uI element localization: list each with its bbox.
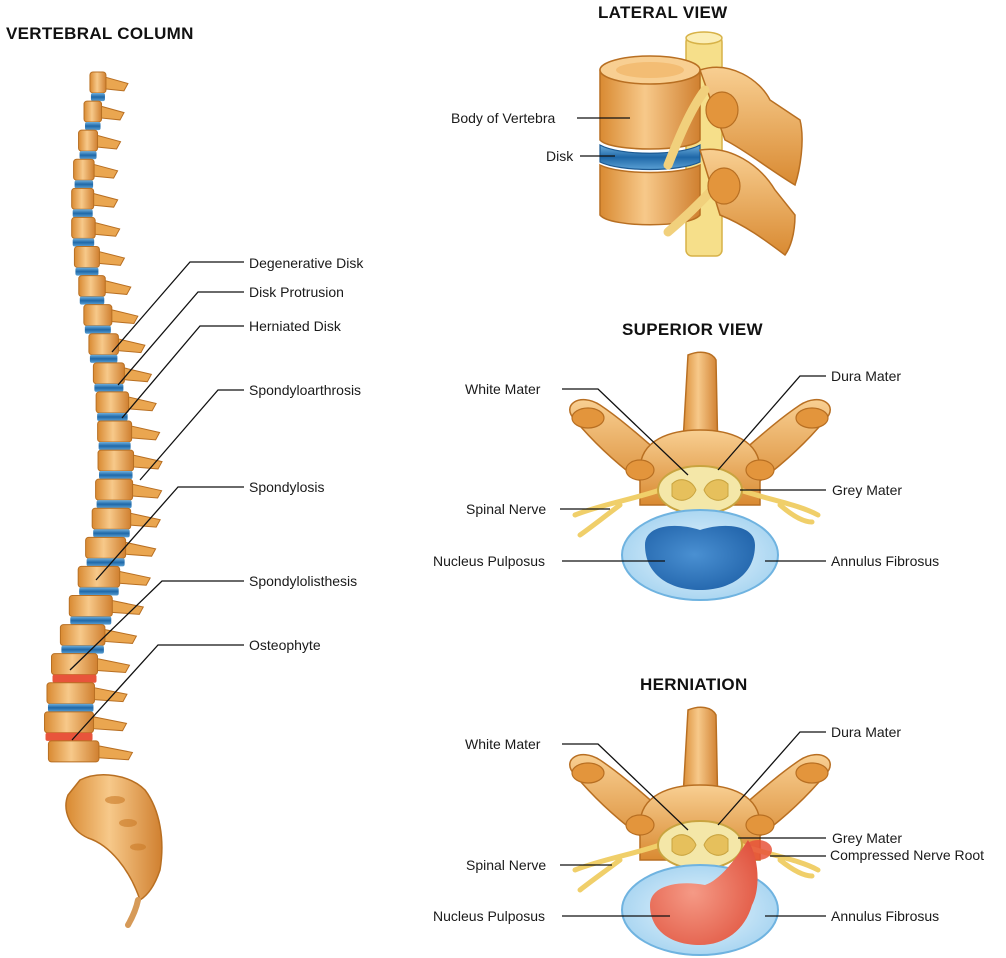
vertebral-column-illustration bbox=[44, 71, 163, 763]
intervertebral-disk bbox=[74, 180, 94, 189]
heading-herniation: HERNIATION bbox=[640, 675, 748, 694]
lateral-view-illustration bbox=[599, 31, 803, 257]
intervertebral-disk bbox=[96, 500, 132, 509]
intervertebral-disk bbox=[93, 529, 130, 538]
vertebra-body bbox=[83, 100, 103, 123]
intervertebral-disk bbox=[86, 558, 125, 567]
vertebra-body bbox=[51, 653, 99, 676]
vertebra-body bbox=[73, 246, 100, 268]
vertebra-body bbox=[47, 740, 100, 763]
vertebra-body bbox=[44, 711, 95, 734]
intervertebral-disk bbox=[84, 325, 111, 334]
vertebra-process bbox=[88, 715, 128, 732]
vertebra-process bbox=[94, 744, 134, 761]
heading-lateral-view: LATERAL VIEW bbox=[598, 3, 728, 22]
intervertebral-disk bbox=[79, 151, 97, 160]
label-herniated-disk: Herniated Disk bbox=[249, 318, 342, 334]
spine-leader-lines bbox=[69, 261, 244, 741]
label-superior-white-mater: White Mater bbox=[465, 381, 541, 397]
heading-superior-view: SUPERIOR VIEW bbox=[622, 320, 764, 339]
vertebra-body bbox=[89, 71, 107, 94]
intervertebral-disk bbox=[61, 645, 104, 654]
intervertebral-disk bbox=[97, 412, 128, 421]
herniated-disk bbox=[52, 674, 97, 683]
label-disk: Disk bbox=[546, 148, 574, 164]
label-herniation-dura-mater: Dura Mater bbox=[831, 724, 901, 740]
intervertebral-disk bbox=[94, 383, 124, 392]
intervertebral-disk bbox=[75, 267, 99, 276]
vertebra-body bbox=[78, 275, 106, 298]
heading-vertebral-column: VERTEBRAL COLUMN bbox=[6, 24, 194, 43]
superior-view-illustration bbox=[569, 351, 831, 601]
label-superior-dura-mater: Dura Mater bbox=[831, 368, 901, 384]
vertebra-process bbox=[119, 366, 153, 383]
intervertebral-disk bbox=[47, 703, 94, 712]
vertebra-body bbox=[97, 449, 135, 472]
intervertebral-disk bbox=[72, 238, 95, 247]
vertebra-body bbox=[95, 391, 130, 414]
intervertebral-disk bbox=[90, 92, 105, 102]
vertebra-process bbox=[127, 482, 163, 499]
label-body-of-vertebra: Body of Vertebra bbox=[451, 110, 556, 126]
vertebra-process bbox=[127, 424, 161, 441]
intervertebral-disk bbox=[79, 587, 119, 596]
label-spondyloarthrosis: Spondyloarthrosis bbox=[249, 382, 361, 398]
label-disk-protrusion: Disk Protrusion bbox=[249, 284, 344, 300]
vertebra-process bbox=[100, 628, 138, 644]
sacrum-illustration bbox=[65, 774, 163, 928]
vertebra-process bbox=[92, 657, 131, 674]
vertebra-process bbox=[113, 337, 146, 354]
label-spondylolisthesis: Spondylolisthesis bbox=[249, 573, 357, 589]
herniation-leader-lines bbox=[560, 731, 826, 917]
vertebra-process bbox=[115, 569, 151, 586]
intervertebral-disk bbox=[79, 296, 105, 305]
intervertebral-disk bbox=[70, 616, 112, 625]
label-superior-annulus-fibrosus: Annulus Fibrosus bbox=[831, 553, 939, 569]
vertebra-body bbox=[73, 158, 95, 181]
herniation-illustration bbox=[569, 706, 831, 956]
label-herniation-nucleus-pulposus: Nucleus Pulposus bbox=[433, 908, 545, 924]
vertebra-body bbox=[91, 507, 132, 530]
intervertebral-disk bbox=[98, 441, 131, 451]
label-herniation-spinal-nerve: Spinal Nerve bbox=[466, 857, 546, 873]
vertebra-body bbox=[85, 536, 127, 559]
label-herniation-grey-mater: Grey Mater bbox=[832, 830, 902, 846]
label-osteophyte: Osteophyte bbox=[249, 637, 321, 653]
label-herniation-annulus-fibrosus: Annulus Fibrosus bbox=[831, 908, 939, 924]
vertebra-body bbox=[68, 595, 113, 617]
vertebra-body bbox=[71, 187, 95, 210]
vertebra-body bbox=[83, 304, 113, 327]
vertebra-process bbox=[107, 599, 145, 615]
vertebra-body bbox=[71, 216, 96, 239]
label-superior-grey-mater: Grey Mater bbox=[832, 482, 902, 498]
vertebra-body bbox=[78, 129, 99, 152]
label-compressed-nerve-root: Compressed Nerve Root bbox=[830, 847, 984, 863]
label-herniation-white-mater: White Mater bbox=[465, 736, 541, 752]
vertebra-process bbox=[128, 453, 163, 470]
intervertebral-disk bbox=[89, 354, 118, 363]
vertebra-body bbox=[97, 420, 133, 443]
vertebra-process bbox=[126, 511, 161, 528]
vertebra-body bbox=[88, 333, 119, 356]
vertebra-process bbox=[121, 540, 157, 557]
vertebra-body bbox=[92, 362, 125, 385]
label-superior-nucleus-pulposus: Nucleus Pulposus bbox=[433, 553, 545, 569]
vertebra-body bbox=[95, 478, 134, 501]
herniated-disk bbox=[45, 732, 93, 741]
intervertebral-disk bbox=[85, 122, 101, 131]
label-degenerative-disk: Degenerative Disk bbox=[249, 255, 364, 271]
label-spondylosis: Spondylosis bbox=[249, 479, 325, 495]
label-superior-spinal-nerve: Spinal Nerve bbox=[466, 501, 546, 517]
superior-leader-lines bbox=[560, 375, 826, 562]
intervertebral-disk bbox=[72, 209, 93, 218]
intervertebral-disk bbox=[99, 471, 133, 480]
vertebra-body bbox=[46, 682, 95, 705]
